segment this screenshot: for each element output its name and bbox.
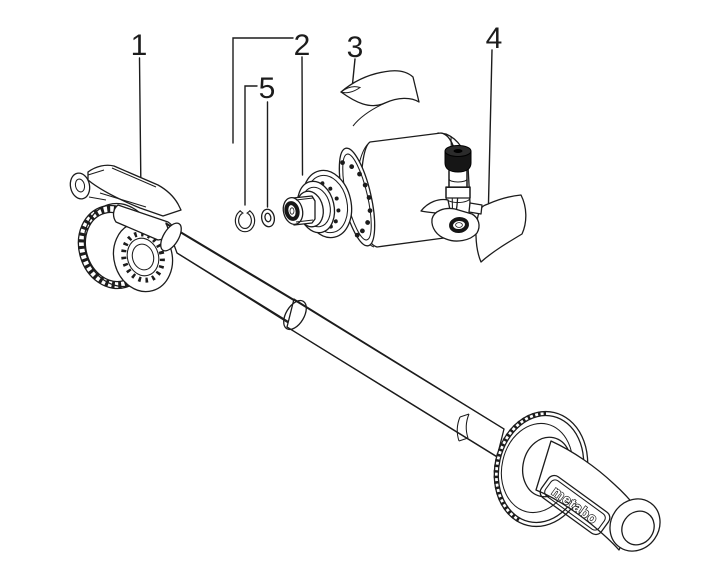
clamp-collar-assembly-drawing [69,164,182,293]
callout-5-label: 5 [259,72,276,105]
leader-bracket-5 [244,85,258,206]
tube-joint-cap [283,299,307,331]
callout-1-label: 1 [131,29,148,62]
callout-2-label: 2 [294,29,311,62]
grip-end-cap [609,498,661,552]
leader-bracket-2 [232,37,294,144]
lever-barrel [69,169,107,201]
clamp-lug [431,207,480,242]
leader-line-1 [138,57,142,198]
clamp-tab [468,202,483,215]
sticker-side-drawing [475,194,527,263]
ball-bearing-outer [340,160,373,238]
clamp-lever-arm [69,164,182,241]
retaining-clip-drawing [234,210,256,233]
gearbox-bearing-assembly-drawing [282,132,483,248]
spindle-nub [282,195,316,226]
screw-knob [444,145,472,173]
leader-lines [138,37,493,208]
tube-slot [456,413,470,442]
side-handle-drawing: metabo [493,410,661,552]
callout-3-label: 3 [347,31,364,64]
leader-line-4 [487,49,493,204]
callout-labels: 1 2 3 4 5 [131,22,503,105]
guide-tube-shaft-drawing [160,222,505,458]
sticker-top-drawing [339,70,420,127]
washer-drawing [260,208,276,228]
callout-4-label: 4 [486,22,503,55]
clamp-screw [444,145,472,204]
leader-line-2 [301,56,304,176]
